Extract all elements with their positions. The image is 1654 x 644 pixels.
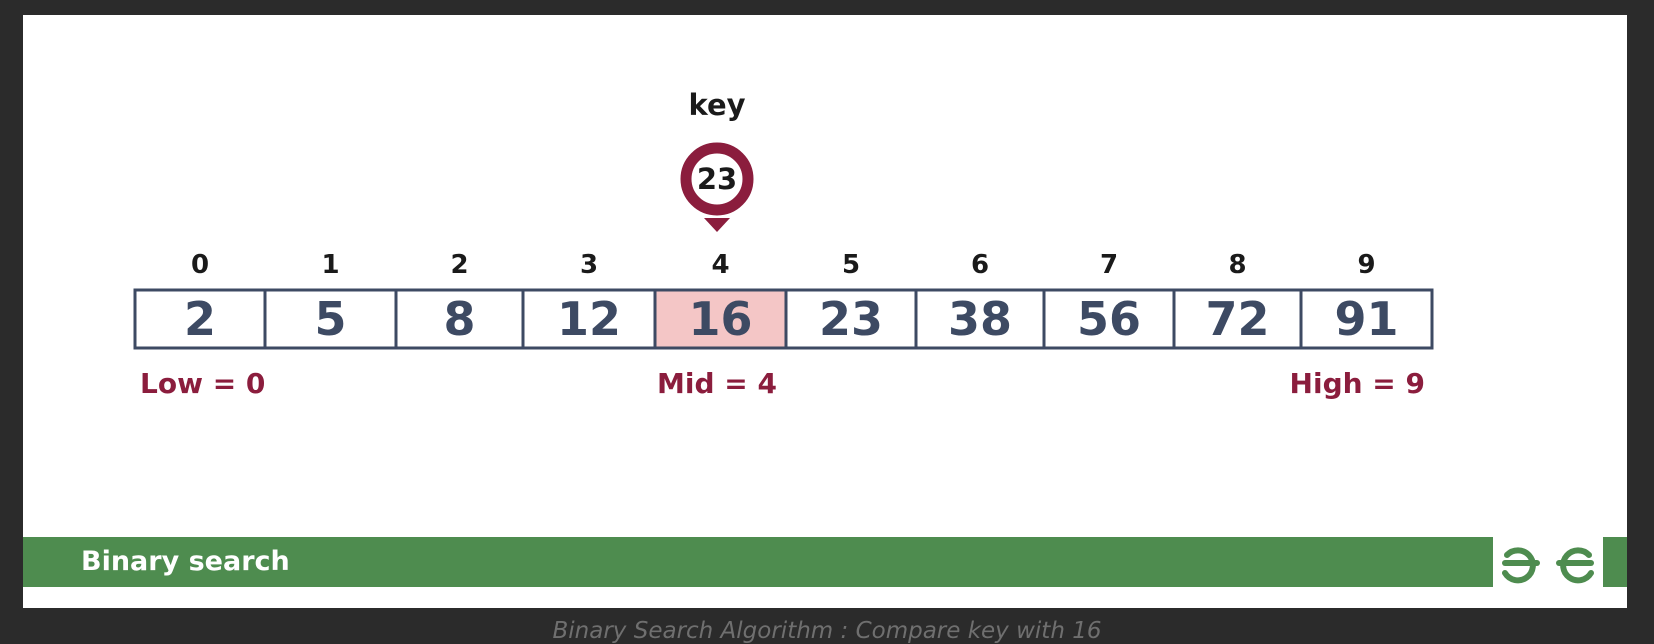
array-cell: 38 xyxy=(914,288,1046,350)
cell-value: 2 xyxy=(184,292,216,346)
cell-value: 12 xyxy=(557,292,621,346)
cell-box xyxy=(1299,288,1434,350)
key-pin-icon xyxy=(680,142,754,232)
index-label: 3 xyxy=(580,250,598,280)
cell-value: 5 xyxy=(314,292,346,346)
array-cell: 8 xyxy=(394,288,525,350)
index-row: 0 1 2 3 4 5 6 7 8 9 xyxy=(191,250,1376,280)
cell-box xyxy=(394,288,525,350)
key-value: 23 xyxy=(697,162,737,196)
key-label: key xyxy=(688,88,745,122)
index-label: 6 xyxy=(971,250,989,280)
array-cells: 2 5 8 12 16 23 38 56 72 91 xyxy=(133,288,1434,350)
cell-box xyxy=(784,288,918,350)
cell-box xyxy=(521,288,657,350)
cell-value: 91 xyxy=(1334,292,1398,346)
figure-caption: Binary Search Algorithm : Compare key wi… xyxy=(552,618,1102,644)
title-banner: Binary search xyxy=(23,537,1627,587)
low-pointer: Low = 0 xyxy=(140,367,265,400)
cell-box xyxy=(133,288,267,350)
array-cell: 91 xyxy=(1299,288,1434,350)
array-cell: 16 xyxy=(653,288,788,350)
high-pointer: High = 9 xyxy=(1290,367,1425,400)
gfg-logo xyxy=(1493,537,1603,587)
index-label: 4 xyxy=(711,250,729,280)
cell-value: 38 xyxy=(948,292,1012,346)
banner-title: Binary search xyxy=(81,546,290,577)
cell-value: 16 xyxy=(688,292,752,346)
array-cell: 12 xyxy=(521,288,657,350)
index-label: 9 xyxy=(1357,250,1375,280)
array-cell: 5 xyxy=(263,288,398,350)
index-label: 8 xyxy=(1228,250,1246,280)
gfg-logo-icon xyxy=(1502,547,1594,584)
index-label: 0 xyxy=(191,250,209,280)
cell-value: 8 xyxy=(443,292,475,346)
array-cell: 2 xyxy=(133,288,267,350)
index-label: 5 xyxy=(842,250,860,280)
array-cell: 56 xyxy=(1042,288,1176,350)
index-label: 7 xyxy=(1100,250,1118,280)
array-cell: 23 xyxy=(784,288,918,350)
cell-value: 23 xyxy=(819,292,883,346)
array-cell: 72 xyxy=(1172,288,1303,350)
cell-value: 56 xyxy=(1077,292,1141,346)
index-label: 1 xyxy=(321,250,339,280)
cell-value: 72 xyxy=(1205,292,1269,346)
mid-pointer: Mid = 4 xyxy=(657,367,777,400)
index-label: 2 xyxy=(450,250,468,280)
cell-box xyxy=(263,288,398,350)
